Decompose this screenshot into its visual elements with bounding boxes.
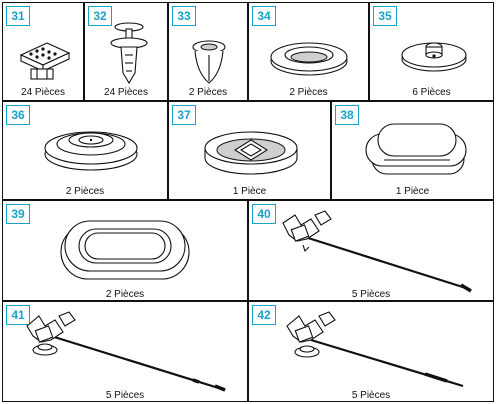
quantity-label: 2 Pièces — [188, 87, 228, 98]
part-cell-42: 42 5 Pièces — [248, 301, 494, 402]
oval-grommet-icon — [60, 220, 190, 280]
large-round-grommet-icon — [44, 131, 138, 171]
part-number: 38 — [335, 105, 359, 125]
part-number: 35 — [373, 6, 397, 26]
square-hole-grommet-icon — [204, 131, 298, 175]
round-plug-icon — [401, 42, 467, 72]
part-cell-37: 37 1 Pièce — [168, 101, 331, 200]
quantity-label: 2 Pièces — [289, 87, 328, 98]
quantity-label: 5 Pièces — [351, 289, 391, 300]
part-cell-34: 34 2 Pièces — [248, 2, 369, 101]
part-number: 34 — [252, 6, 276, 26]
quantity-label: 1 Pièce — [395, 186, 430, 197]
part-number: 32 — [88, 6, 112, 26]
ring-grommet-icon — [270, 42, 348, 76]
part-cell-32: 32 24 Pièces — [84, 2, 168, 101]
part-number: 40 — [252, 204, 276, 224]
rod-clip-with-cap-long-icon — [286, 311, 464, 388]
quantity-label: 5 Pièces — [105, 390, 145, 401]
push-pin-clip-icon — [110, 22, 148, 85]
oval-plug-icon — [365, 123, 467, 175]
quantity-label: 2 Pièces — [105, 289, 145, 300]
quantity-label: 24 Pièces — [21, 87, 65, 98]
part-number: 37 — [172, 105, 196, 125]
quantity-label: 24 Pièces — [104, 87, 148, 98]
part-number: 39 — [6, 204, 30, 224]
quantity-label: 6 Pièces — [412, 87, 451, 98]
square-clip-icon — [19, 42, 71, 80]
part-cell-41: 41 5 Pièces — [2, 301, 248, 402]
part-cell-39: 39 2 Pièces — [2, 200, 248, 301]
part-cell-38: 38 1 Pièce — [331, 101, 494, 200]
part-number: 41 — [6, 305, 30, 325]
quantity-label: 2 Pièces — [65, 186, 105, 197]
plug-clip-icon — [192, 40, 226, 84]
part-cell-36: 36 2 Pièces — [2, 101, 168, 200]
rod-clip-with-cap-icon — [26, 311, 226, 392]
part-number: 36 — [6, 105, 30, 125]
part-cell-35: 35 6 Pièces — [369, 2, 494, 101]
quantity-label: 1 Pièce — [232, 186, 267, 197]
part-cell-31: 31 24 Pièces — [2, 2, 84, 101]
part-cell-33: 33 2 Pièces — [168, 2, 248, 101]
part-number: 31 — [6, 6, 30, 26]
part-number: 42 — [252, 305, 276, 325]
rod-clip-icon — [282, 210, 472, 293]
part-number: 33 — [172, 6, 196, 26]
quantity-label: 5 Pièces — [351, 390, 391, 401]
part-cell-40: 40 5 Pièces — [248, 200, 494, 301]
